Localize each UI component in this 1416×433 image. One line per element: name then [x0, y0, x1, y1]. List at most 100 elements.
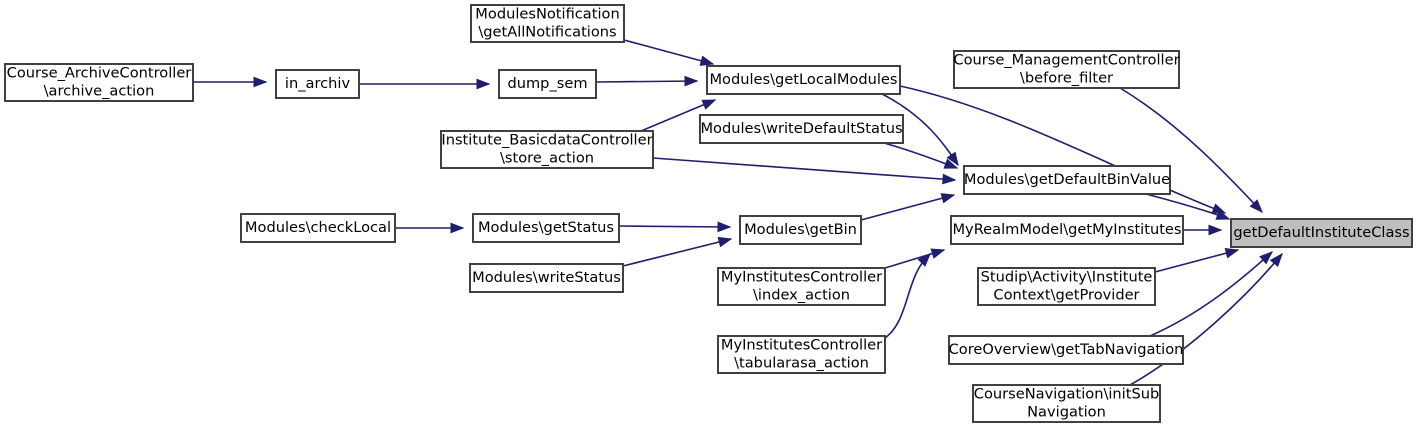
- graph-node-get_status[interactable]: Modules\getStatus: [472, 213, 620, 243]
- node-label: Modules\getBin: [744, 221, 857, 238]
- graph-node-in_archiv[interactable]: in_archiv: [275, 69, 360, 99]
- node-label: Modules\getDefaultBinValue: [964, 171, 1170, 188]
- node-box[interactable]: [717, 267, 886, 306]
- call-edge: [1145, 193, 1231, 220]
- node-box[interactable]: [699, 114, 904, 144]
- node-box[interactable]: [953, 50, 1180, 89]
- node-box[interactable]: [1230, 218, 1413, 248]
- node-label: \archive_action: [44, 83, 155, 100]
- edge-line: [618, 225, 731, 228]
- node-label: Course_ManagementController: [953, 52, 1179, 69]
- graph-node-studip_activity[interactable]: Studip\Activity\InstituteContext\getProv…: [977, 267, 1156, 306]
- node-box[interactable]: [977, 267, 1156, 306]
- edge-line: [1149, 251, 1273, 337]
- call-edge: [359, 78, 491, 90]
- node-label: Context\getProvider: [993, 287, 1139, 304]
- node-box[interactable]: [739, 215, 862, 245]
- edge-arrowhead: [476, 78, 491, 90]
- node-box[interactable]: [963, 165, 1171, 195]
- edge-arrowhead: [450, 222, 465, 234]
- edge-line: [622, 238, 732, 267]
- call-edge: [652, 157, 957, 185]
- node-box[interactable]: [498, 69, 597, 99]
- node-label: Navigation: [1027, 404, 1106, 421]
- call-edge: [860, 193, 956, 221]
- call-edge: [623, 39, 715, 66]
- node-box[interactable]: [706, 65, 901, 95]
- node-box[interactable]: [275, 69, 360, 99]
- node-label: MyInstitutesController: [721, 269, 882, 286]
- call-edge: [640, 99, 717, 132]
- edge-line: [1119, 87, 1263, 213]
- node-label: \index_action: [753, 287, 850, 304]
- node-label: MyInstitutesController: [721, 337, 882, 354]
- graph-node-my_institutes_tabularasa[interactable]: MyInstitutesController\tabularasa_action: [717, 335, 886, 374]
- graph-node-my_institutes_index[interactable]: MyInstitutesController\index_action: [717, 267, 886, 306]
- node-label: Institute_BasicdataController: [441, 132, 652, 149]
- node-box[interactable]: [469, 263, 624, 293]
- graph-node-get_default_bin_value[interactable]: Modules\getDefaultBinValue: [963, 165, 1171, 195]
- call-edge: [883, 142, 959, 169]
- node-box[interactable]: [972, 384, 1161, 423]
- edge-arrowhead: [684, 75, 699, 87]
- edge-arrowhead: [940, 193, 956, 204]
- node-box[interactable]: [472, 213, 620, 243]
- graph-node-course_management[interactable]: Course_ManagementController\before_filte…: [953, 50, 1180, 89]
- edge-arrowhead: [253, 76, 268, 88]
- call-edge: [884, 252, 931, 339]
- graph-node-target[interactable]: getDefaultInstituteClass: [1230, 218, 1413, 248]
- node-box[interactable]: [440, 130, 654, 169]
- node-box[interactable]: [717, 335, 886, 374]
- node-box[interactable]: [950, 215, 1184, 245]
- node-label: CourseNavigation\initSub: [974, 386, 1159, 403]
- graph-node-check_local[interactable]: Modules\checkLocal: [240, 213, 396, 243]
- node-label: Modules\checkLocal: [245, 219, 391, 236]
- call-edge: [1154, 248, 1240, 273]
- node-label: getDefaultInstituteClass: [1233, 224, 1409, 241]
- edge-arrowhead: [1208, 224, 1223, 236]
- edge-arrowhead: [717, 236, 733, 248]
- edge-arrowhead: [942, 173, 957, 185]
- graph-node-dump_sem[interactable]: dump_sem: [498, 69, 597, 99]
- edge-line: [1129, 253, 1283, 386]
- edge-line: [899, 85, 1226, 214]
- nodes-layer: Course_ArchiveController\archive_action i…: [4, 4, 1413, 423]
- graph-node-get_bin[interactable]: Modules\getBin: [739, 215, 862, 245]
- edge-line: [652, 157, 956, 181]
- call-edge: [193, 76, 268, 88]
- graph-node-course_archive[interactable]: Course_ArchiveController\archive_action: [4, 63, 194, 102]
- edge-arrowhead: [943, 158, 959, 169]
- node-label: in_archiv: [285, 75, 351, 92]
- graph-node-institute_basicdata[interactable]: Institute_BasicdataController\store_acti…: [440, 130, 654, 169]
- node-box[interactable]: [4, 63, 194, 102]
- graph-node-write_status[interactable]: Modules\writeStatus: [469, 263, 624, 293]
- call-edge: [618, 221, 732, 233]
- node-box[interactable]: [948, 335, 1184, 365]
- node-label: Course_ArchiveController: [7, 65, 192, 82]
- graph-node-core_overview[interactable]: CoreOverview\getTabNavigation: [948, 335, 1184, 365]
- graph-node-my_realm_model[interactable]: MyRealmModel\getMyInstitutes: [950, 215, 1184, 245]
- call-edge: [1129, 252, 1283, 386]
- edge-arrowhead: [946, 151, 959, 167]
- edge-arrowhead: [1249, 199, 1263, 214]
- node-label: \before_filter: [1020, 70, 1113, 87]
- node-box[interactable]: [240, 213, 396, 243]
- graph-node-get_local_modules[interactable]: Modules\getLocalModules: [706, 65, 901, 95]
- call-edge: [1119, 87, 1263, 214]
- edge-arrowhead: [1269, 252, 1283, 267]
- node-label: Modules\writeDefaultStatus: [700, 120, 902, 137]
- graph-node-write_default_status[interactable]: Modules\writeDefaultStatus: [699, 114, 904, 144]
- node-label: Studip\Activity\Institute: [981, 269, 1153, 286]
- edge-arrowhead: [717, 221, 732, 233]
- edge-line: [623, 39, 714, 65]
- node-box[interactable]: [470, 4, 625, 43]
- edge-arrowhead: [930, 248, 946, 259]
- edge-line: [640, 99, 716, 132]
- graph-node-modules_notification[interactable]: ModulesNotification\getAllNotifications: [470, 4, 625, 43]
- edge-arrowhead: [917, 252, 931, 267]
- edge-arrowhead: [701, 99, 717, 110]
- node-label: Modules\getStatus: [478, 219, 614, 236]
